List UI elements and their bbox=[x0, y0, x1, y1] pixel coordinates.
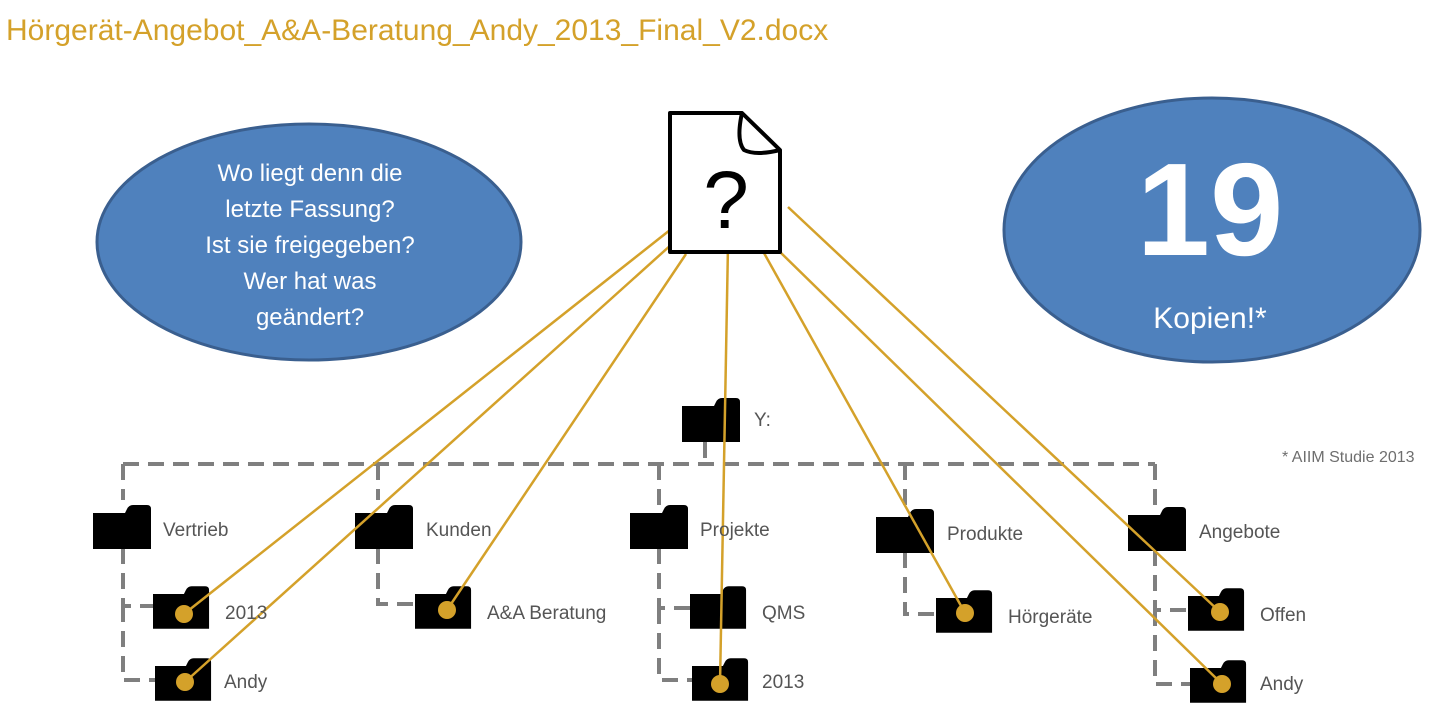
folder-label-projekte: Projekte bbox=[700, 520, 770, 541]
copy-dot bbox=[1213, 675, 1231, 693]
folder-icon-produkte bbox=[876, 509, 934, 553]
folder-label-angebote-offen: Offen bbox=[1260, 605, 1307, 626]
footnote: * AIIM Studie 2013 bbox=[1282, 449, 1415, 466]
folder-label-kunden: Kunden bbox=[426, 520, 492, 541]
folder-label-projekte-qms: QMS bbox=[762, 603, 806, 624]
document-title: Hörgerät-Angebot_A&A-Beratung_Andy_2013_… bbox=[6, 14, 829, 47]
question-bubble bbox=[95, 122, 523, 362]
question-line: Wo liegt denn die bbox=[217, 160, 403, 187]
folder-icon-root bbox=[682, 398, 740, 442]
folder-label-projekte-2013: 2013 bbox=[762, 672, 805, 693]
question-line: Wer hat was bbox=[243, 268, 377, 295]
copy-dot bbox=[711, 675, 729, 693]
copy-markers bbox=[175, 601, 1231, 693]
folder-label-angebote: Angebote bbox=[1199, 522, 1281, 543]
folder-tree-lines bbox=[121, 442, 1190, 686]
copy-link-lines bbox=[183, 206, 1223, 685]
folder-icon-vertrieb bbox=[93, 505, 151, 549]
copies-label: Kopien!* bbox=[1153, 302, 1267, 335]
copy-dot bbox=[175, 605, 193, 623]
question-line: Ist sie freigegeben? bbox=[205, 232, 415, 259]
folder-icon-kunden bbox=[355, 505, 413, 549]
folder-icon-projekte-qms bbox=[690, 586, 747, 629]
question-text: Wo liegt denn die letzte Fassung? Ist si… bbox=[140, 156, 480, 336]
folder-label-vertrieb-andy: Andy bbox=[224, 672, 268, 693]
folder-label-vertrieb: Vertrieb bbox=[163, 520, 229, 541]
folder-label-kunden-aa: A&A Beratung bbox=[487, 603, 607, 624]
copies-bubble bbox=[1002, 96, 1422, 364]
folder-label-produkte-hoergeraete: Hörgeräte bbox=[1008, 607, 1093, 628]
svg-text:?: ? bbox=[703, 155, 749, 246]
copy-dot bbox=[1211, 603, 1229, 621]
folder-label-vertrieb-2013: 2013 bbox=[225, 603, 268, 624]
copy-dot bbox=[956, 604, 974, 622]
copy-dot bbox=[438, 601, 456, 619]
folder-label-angebote-andy: Andy bbox=[1260, 674, 1304, 695]
question-document-icon: ? bbox=[668, 111, 782, 254]
copies-count: 19 bbox=[1136, 136, 1284, 283]
folder-icon-projekte bbox=[630, 505, 688, 549]
copy-dot bbox=[176, 673, 194, 691]
question-line: geändert? bbox=[255, 304, 365, 331]
question-line: letzte Fassung? bbox=[225, 196, 395, 223]
folder-icon-angebote bbox=[1128, 507, 1186, 551]
folder-label-root: Y: bbox=[754, 410, 771, 431]
folder-label-produkte: Produkte bbox=[947, 524, 1024, 545]
